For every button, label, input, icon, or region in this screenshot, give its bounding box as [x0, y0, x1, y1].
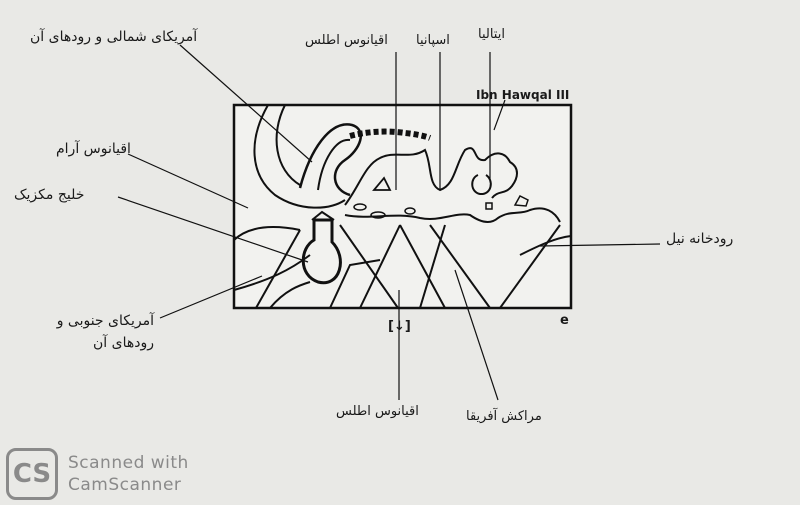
- coast-left-arc: [253, 104, 346, 209]
- lattice-line-8: [499, 224, 561, 309]
- leader-north-america: [179, 44, 313, 163]
- lattice-line-1: [255, 229, 301, 309]
- lattice-line-2: [233, 254, 311, 291]
- label-atlantic-top: اقیانوس اطلس: [305, 33, 388, 48]
- africa-coastline: [344, 207, 561, 223]
- watermark-line-1: Scanned with: [68, 453, 189, 473]
- south-america-arc: [233, 226, 301, 241]
- europe-coastline: [344, 147, 518, 206]
- leader-source: [493, 99, 506, 131]
- north-america-loop-inner: [317, 138, 351, 191]
- watermark-line-2: CamScanner: [68, 475, 182, 495]
- label-north-america: آمریکای شمالی و رودهای آن: [30, 29, 198, 45]
- lattice-line-10: [269, 281, 311, 309]
- label-panel-letter: e: [560, 313, 569, 328]
- island-5: [513, 195, 529, 207]
- lattice-line-7: [429, 224, 491, 309]
- leader-gulf: [117, 196, 309, 263]
- label-south-america: آمریکای جنوبی و رودهای آن: [56, 313, 154, 351]
- gulf-of-mexico-keyhole: [301, 218, 342, 285]
- leader-south-america: [159, 275, 263, 319]
- leader-africa: [454, 269, 499, 401]
- gulf-cap: [311, 210, 335, 221]
- label-italy: ایتالیا: [478, 27, 505, 42]
- lattice-line-3: [339, 224, 399, 309]
- label-gulf-mexico: خلیج مکزیک: [14, 187, 85, 203]
- island-triangle: [372, 176, 392, 191]
- label-panel-marker: [↓]: [388, 319, 411, 334]
- lattice-line-5: [399, 224, 446, 309]
- map-frame: [232, 103, 573, 310]
- label-atlantic-bottom: اقیانوس اطلس: [336, 404, 419, 419]
- coast-left-arc-inner: [275, 104, 301, 186]
- island-1: [370, 211, 386, 219]
- label-spain: اسپانیا: [416, 33, 450, 48]
- leader-pacific: [127, 153, 249, 209]
- lattice-line-9: [329, 259, 381, 309]
- lattice-line-4: [359, 224, 401, 309]
- label-pacific: اقیانوس آرام: [56, 141, 131, 157]
- island-2: [404, 207, 416, 215]
- island-3: [353, 203, 367, 211]
- italy-boot: [471, 174, 492, 195]
- island-4: [485, 202, 493, 210]
- northern-coast-rope: [349, 128, 432, 141]
- leader-nile: [539, 243, 661, 247]
- nile-river-line: [519, 235, 572, 256]
- camscanner-logo-icon: CS: [6, 448, 58, 500]
- camscanner-watermark: Scanned with CamScanner: [68, 452, 189, 496]
- label-source: Ibn Hawqal III: [476, 88, 570, 102]
- label-africa: مراکش آفریقا: [466, 409, 542, 424]
- label-nile: رودخانه نیل: [666, 231, 734, 247]
